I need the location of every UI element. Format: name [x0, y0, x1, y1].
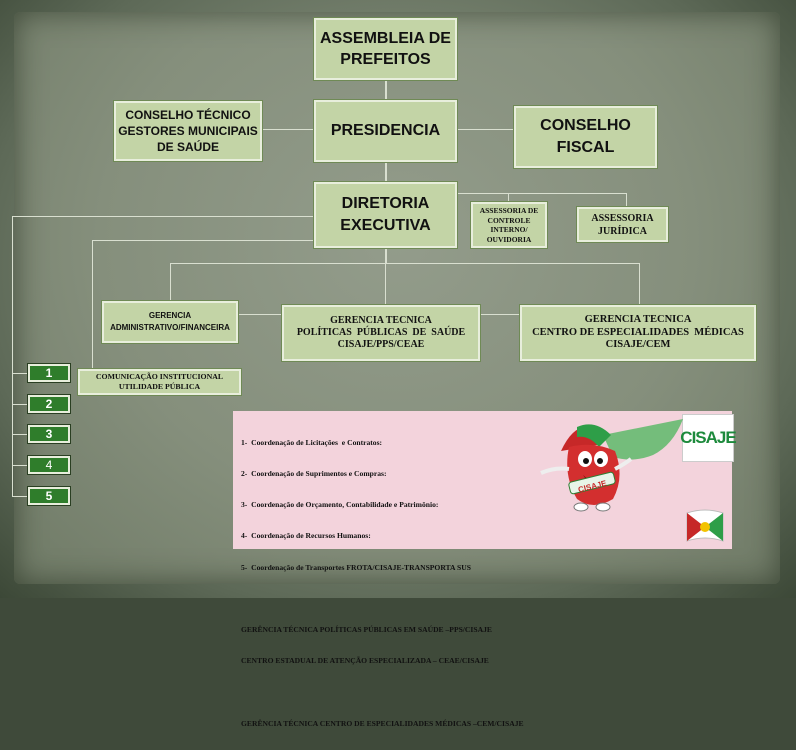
- conselho-fiscal-line-2: FISCAL: [556, 139, 615, 156]
- connector: [12, 373, 28, 374]
- comunicacao-line-1: COMUNICAÇÃO INSTITUCIONAL: [95, 372, 224, 381]
- assessoria-controle-line-3: INTERNO/: [490, 225, 528, 234]
- legend-line: [241, 594, 524, 604]
- assessoria-juridica-box: ASSESSORIA JURÍDICA: [577, 207, 668, 242]
- conselho-tecnico-box: CONSELHO TÉCNICO GESTORES MUNICIPAIS DE …: [114, 101, 262, 161]
- assessoria-juridica-line-2: JURÍDICA: [598, 225, 647, 237]
- connector: [385, 162, 387, 182]
- connector: [385, 78, 387, 102]
- comunicacao-line-2: UTILIDADE PÚBLICA: [118, 382, 201, 391]
- gerencia-pps-line-3: CISAJE/PPS/CEAE: [337, 339, 425, 350]
- conselho-fiscal-box: CONSELHO FISCAL: [514, 106, 657, 168]
- cisaje-logo-text: CISAJE: [680, 428, 736, 447]
- connector: [385, 263, 386, 305]
- assembleia-line-2: PREFEITOS: [340, 51, 431, 68]
- flag-emblem: [686, 509, 724, 542]
- connector: [639, 263, 640, 305]
- connector: [12, 496, 28, 497]
- connector: [238, 314, 282, 315]
- legend-text: 1- Coordenação de Licitações e Contratos…: [241, 417, 524, 750]
- connector: [12, 465, 28, 466]
- legend-line: GERÊNCIA TÉCNICA CENTRO DE ESPECIALIDADE…: [241, 718, 524, 728]
- assembleia-box: ASSEMBLEIA DE PREFEITOS: [314, 18, 457, 80]
- diretoria-line-1: DIRETORIA: [341, 195, 430, 212]
- connector: [508, 193, 509, 202]
- cisaje-logo: CISAJE: [680, 414, 737, 462]
- legend-line: 2- Coordenação de Suprimentos e Compras:: [241, 469, 387, 479]
- connector: [457, 193, 627, 194]
- assessoria-juridica-line-1: ASSESSORIA: [591, 212, 654, 224]
- assessoria-controle-line-4: OUVIDORIA: [486, 234, 532, 244]
- number-label: 2: [45, 397, 53, 411]
- assessoria-controle-line-2: CONTROLE: [487, 215, 531, 225]
- legend-line: [241, 688, 524, 698]
- gerencia-cem-line-1: GERENCIA TECNICA: [584, 314, 692, 326]
- gerencia-cem-line-2: CENTRO DE ESPECIALIDADES MÉDICAS: [532, 326, 744, 338]
- gerencia-pps-box: GERENCIA TECNICA POLÍTICAS PÚBLICAS DE S…: [282, 305, 480, 361]
- diretoria-line-2: EXECUTIVA: [340, 217, 431, 234]
- presidencia-label: PRESIDENCIA: [330, 122, 441, 139]
- number-label: 4: [45, 458, 53, 472]
- mascot-illustration: CISAJE: [540, 419, 683, 512]
- legend-line: 3- Coordenação de Orçamento, Contabilida…: [241, 500, 439, 510]
- connector: [385, 248, 387, 263]
- assembleia-line-1: ASSEMBLEIA DE: [320, 30, 451, 47]
- number-label: 1: [45, 366, 53, 380]
- legend-panel: 1- Coordenação de Licitações e Contratos…: [233, 411, 737, 728]
- connector: [626, 193, 627, 207]
- connector: [12, 404, 28, 405]
- connector: [457, 129, 514, 130]
- conselho-tecnico-line-3: DE SAÚDE: [156, 140, 219, 154]
- gerencia-cem-box: GERENCIA TECNICA CENTRO DE ESPECIALIDADE…: [520, 305, 756, 361]
- gerencia-pps-line-1: GERENCIA TECNICA: [330, 315, 432, 326]
- conselho-fiscal-line-1: CONSELHO: [540, 117, 631, 134]
- number-label: 5: [45, 489, 53, 503]
- number-label: 3: [45, 427, 53, 441]
- connector: [262, 129, 314, 130]
- connector: [12, 216, 13, 497]
- number-box-1: 1: [28, 364, 70, 382]
- legend-line: 1- Coordenação de Licitações e Contratos…: [241, 437, 383, 447]
- diretoria-box: DIRETORIA EXECUTIVA: [314, 182, 457, 248]
- gerencia-adm-box: GERENCIA ADMINISTRATIVO/FINANCEIRA: [102, 301, 238, 343]
- number-box-4: 4: [28, 456, 70, 474]
- gerencia-adm-line-1: GERENCIA: [148, 311, 192, 320]
- assessoria-controle-line-1: ASSESSORIA DE: [479, 206, 539, 215]
- number-box-3: 3: [28, 425, 70, 443]
- assessoria-controle-box: ASSESSORIA DE CONTROLE INTERNO/ OUVIDORI…: [471, 202, 547, 248]
- connector: [92, 240, 314, 241]
- conselho-tecnico-line-2: GESTORES MUNICIPAIS: [118, 124, 258, 138]
- number-box-2: 2: [28, 395, 70, 413]
- legend-line: GERÊNCIA TÉCNICA POLÍTICAS PÚBLICAS EM S…: [241, 625, 492, 635]
- connector: [12, 434, 28, 435]
- connector: [12, 216, 314, 217]
- gerencia-pps-line-2: POLÍTICAS PÚBLICAS DE SAÚDE: [296, 327, 466, 338]
- connector: [170, 263, 171, 301]
- legend-line: 5- Coordenação de Transportes FROTA/CISA…: [241, 562, 471, 572]
- gerencia-adm-line-2: ADMINISTRATIVO/FINANCEIRA: [110, 323, 230, 332]
- legend-line: CENTRO ESTADUAL DE ATENÇÃO ESPECIALIZADA…: [241, 656, 489, 666]
- conselho-tecnico-line-1: CONSELHO TÉCNICO: [125, 108, 251, 122]
- gerencia-cem-line-3: CISAJE/CEM: [605, 339, 671, 351]
- legend-line: 4- Coordenação de Recursos Humanos:: [241, 531, 371, 541]
- presidencia-box: PRESIDENCIA: [314, 100, 457, 162]
- connector: [92, 240, 93, 370]
- number-box-5: 5: [28, 487, 70, 505]
- connector: [170, 263, 640, 264]
- connector: [480, 314, 520, 315]
- comunicacao-box: COMUNICAÇÃO INSTITUCIONAL UTILIDADE PÚBL…: [78, 369, 241, 395]
